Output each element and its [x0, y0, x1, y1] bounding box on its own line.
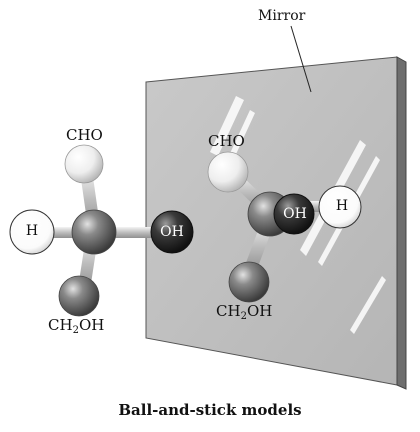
right-oh-atom: [273, 193, 315, 235]
left-molecule: [9, 144, 194, 317]
left-h-atom-label: H: [25, 223, 39, 239]
right-ch2oh-label: CH2OH: [216, 304, 272, 322]
right-cho-atom: [207, 151, 249, 193]
left-stick-h: [40, 227, 96, 238]
left-ch2oh-main: CH: [48, 316, 73, 334]
left-ch2oh-sub: 2: [72, 325, 79, 336]
right-ch2oh-atom: [228, 261, 270, 303]
mirror-edge: [396, 56, 407, 390]
right-ch2oh-main: CH: [216, 302, 241, 320]
left-ch2oh-atom: [58, 275, 100, 317]
left-oh-atom-label: OH: [160, 224, 184, 240]
figure-caption: Ball-and-stick models: [118, 401, 302, 419]
left-oh-atom: [150, 210, 194, 254]
left-ch2oh-tail: OH: [78, 316, 105, 334]
mirror-leader-line: [290, 25, 312, 93]
left-ch2oh-label: CH2OH: [48, 318, 104, 336]
left-h-atom: [9, 209, 55, 255]
right-molecule: [207, 151, 362, 303]
mirror-label: Mirror: [258, 8, 306, 24]
right-h-atom: [318, 185, 362, 229]
left-cho-label: CHO: [66, 126, 103, 144]
right-ch2oh-tail: OH: [246, 302, 273, 320]
left-stick-oh: [96, 227, 170, 238]
left-carbon-atom: [71, 209, 117, 255]
left-cho-atom: [64, 144, 104, 184]
right-cho-label: CHO: [208, 132, 245, 150]
right-stick-h: [292, 201, 336, 212]
right-ch2oh-sub: 2: [240, 311, 247, 322]
right-oh-atom-label: OH: [283, 206, 307, 222]
right-h-atom-label: H: [335, 198, 349, 214]
